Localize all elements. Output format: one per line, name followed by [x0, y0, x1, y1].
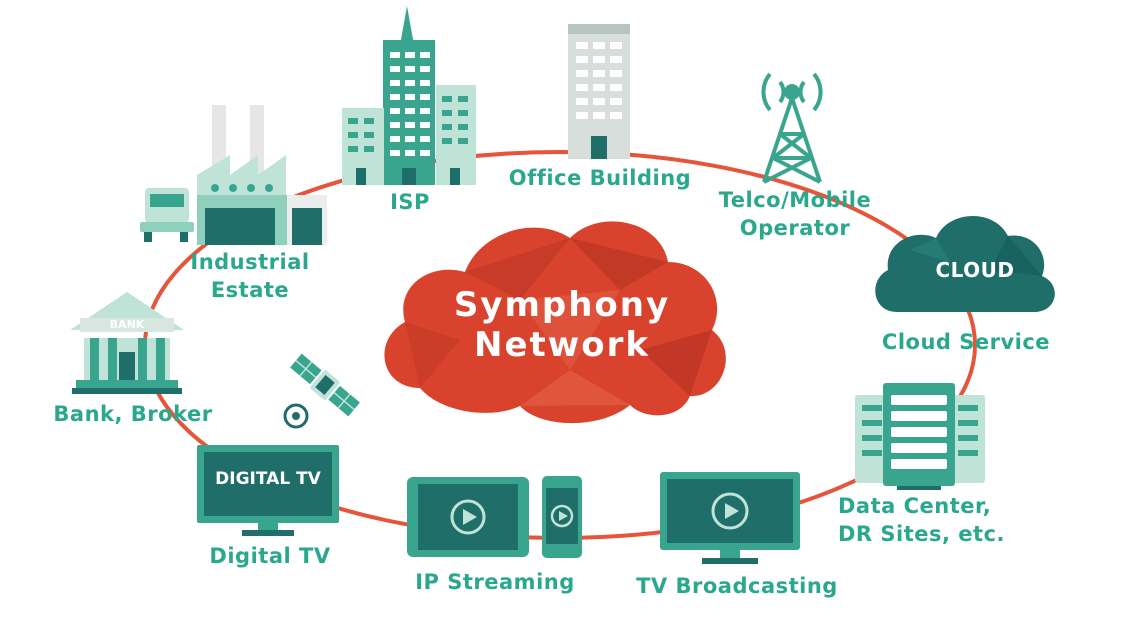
- telco-mobile-operator-label: Telco/Mobile Operator: [700, 186, 890, 242]
- data-center-label-line2: DR Sites, etc.: [838, 522, 1006, 546]
- digital-tv-label: Digital TV: [209, 544, 331, 568]
- industrial-estate-label: Industrial Estate: [180, 248, 320, 304]
- server-racks-icon: [855, 383, 985, 490]
- telco-label-line1: Telco/Mobile: [718, 188, 872, 212]
- towers-icon: [342, 6, 476, 185]
- cloud-icon: [875, 215, 1055, 312]
- monitor-play-icon: [660, 472, 800, 564]
- truck-icon: [140, 188, 194, 242]
- antenna-top-icon: [784, 84, 800, 100]
- digital-tv-screen-text: DIGITAL TV: [215, 469, 321, 489]
- industrial-estate-label-line2: Estate: [210, 278, 290, 302]
- satellite-icon: [290, 353, 360, 417]
- ip-streaming-label: IP Streaming: [415, 570, 575, 594]
- hub-title: Symphony Network: [412, 285, 712, 365]
- bank-icon: [70, 292, 184, 394]
- tv-icon: [197, 445, 339, 536]
- satellite-dish-icon: [283, 403, 309, 429]
- tv-broadcasting-label: TV Broadcasting: [636, 574, 838, 598]
- bank-broker-label: Bank, Broker: [53, 402, 213, 426]
- hub-title-line1: Symphony: [453, 285, 671, 325]
- cloud-badge-text: CLOUD: [935, 258, 1015, 282]
- isp-label: ISP: [390, 190, 430, 214]
- office-building-icon: [568, 24, 630, 159]
- data-center-label: Data Center, DR Sites, etc.: [838, 492, 1028, 548]
- tablet-phone-play-icon: [407, 476, 582, 558]
- antenna-tower-icon: [761, 72, 823, 184]
- hub-title-line2: Network: [474, 325, 650, 365]
- industrial-estate-label-line1: Industrial: [190, 250, 310, 274]
- factory-icon: [197, 105, 327, 245]
- telco-label-line2: Operator: [739, 216, 851, 240]
- symphony-network-cloud: [384, 221, 726, 424]
- data-center-label-line1: Data Center,: [838, 494, 992, 518]
- cloud-service-label: Cloud Service: [881, 330, 1051, 354]
- office-building-label: Office Building: [508, 166, 692, 190]
- bank-sign-text: BANK: [109, 318, 145, 331]
